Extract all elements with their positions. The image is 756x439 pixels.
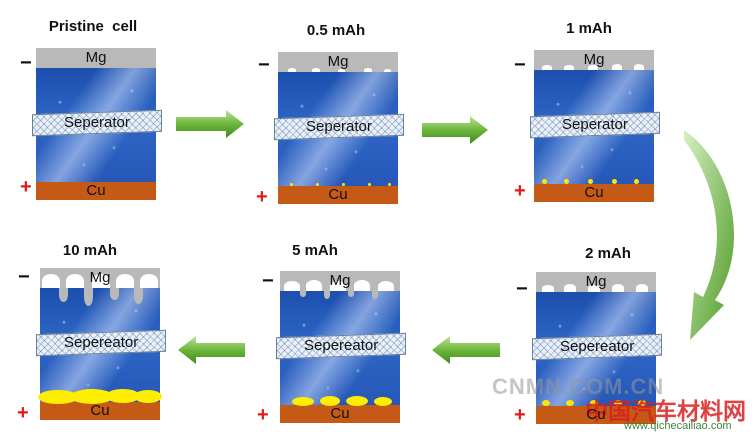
watermark-brand: 中国汽车材料网 [585, 398, 746, 424]
separator: Seperator [530, 111, 660, 139]
mg-anode: Mg [534, 50, 654, 70]
positive-terminal: + [514, 180, 526, 202]
cu-cathode: Cu [536, 406, 656, 424]
stage-title-1-mah: 1 mAh [566, 20, 612, 37]
arrow-left-1 [432, 336, 500, 364]
negative-terminal: − [20, 52, 32, 74]
arrow-curved-down [684, 130, 735, 340]
cu-cathode: Cu [534, 184, 654, 202]
cu-cathode: Cu [280, 405, 400, 423]
mg-anode: Mg [278, 52, 398, 72]
watermark-url: www.qichecailiao.com [624, 420, 732, 432]
arrow-right-1 [176, 110, 244, 138]
mg-anode: Mg [40, 268, 160, 288]
negative-terminal: − [18, 266, 30, 288]
cu-cathode: Cu [36, 182, 156, 200]
separator: Sepereator [276, 332, 406, 360]
negative-terminal: − [516, 278, 528, 300]
separator: Seperator [274, 113, 404, 141]
mg-anode: Mg [36, 48, 156, 68]
separator: Seperator [32, 109, 162, 137]
separator: Sepereator [532, 333, 662, 361]
stage-title-2-mah: 2 mAh [585, 245, 631, 262]
arrow-left-2 [178, 336, 245, 364]
separator: Sepereator [36, 329, 166, 357]
positive-terminal: + [257, 404, 269, 426]
positive-terminal: + [17, 402, 29, 424]
watermark-site: CNMN.COM.CN [492, 374, 665, 399]
mg-anode: Mg [280, 271, 400, 291]
stage-title-5-mah: 5 mAh [292, 242, 338, 259]
stage-title-10-mah: 10 mAh [62, 242, 118, 259]
negative-terminal: − [262, 270, 274, 292]
arrow-right-2 [422, 116, 488, 144]
cu-cathode: Cu [40, 402, 160, 420]
negative-terminal: − [514, 54, 526, 76]
positive-terminal: + [256, 186, 268, 208]
cu-cathode: Cu [278, 186, 398, 204]
positive-terminal: + [514, 404, 526, 426]
stage-title-pristine: Pristine cell [48, 18, 138, 35]
positive-terminal: + [20, 176, 32, 198]
mg-anode: Mg [536, 272, 656, 292]
negative-terminal: − [258, 54, 270, 76]
stage-title-0-5-mah: 0.5 mAh [306, 22, 366, 39]
